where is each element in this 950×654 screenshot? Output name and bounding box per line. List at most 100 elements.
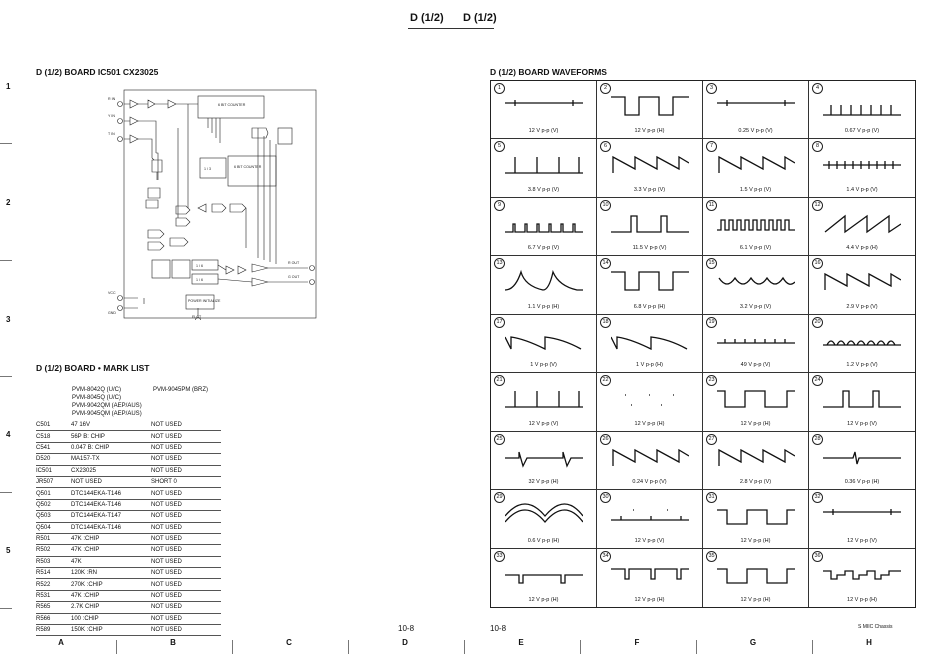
col-label-f: F xyxy=(634,638,640,647)
waveforms-title: D (1/2) BOARD WAVEFORMS xyxy=(490,67,607,77)
ic-outline xyxy=(123,89,317,319)
waveform-voltage-label: 49 V p-p (V) xyxy=(740,362,771,369)
row-tick xyxy=(0,608,12,609)
model-line: PVM-8045Q (U/C) xyxy=(72,395,122,401)
waveform-trace xyxy=(505,223,583,233)
waveform-path xyxy=(718,156,795,174)
counter-top-box xyxy=(197,95,265,119)
waveform-path xyxy=(823,509,901,516)
pin-t-in: T IN xyxy=(108,132,115,136)
row-tick xyxy=(0,492,12,493)
part-cell: 47K :CHIP xyxy=(71,590,151,603)
alt-cell: NOT USED xyxy=(151,487,221,500)
waveform-number: 11 xyxy=(706,199,717,211)
init-label: POWER INITIALIZE xyxy=(188,299,221,303)
waveform-trace xyxy=(611,215,689,233)
col-label-e: E xyxy=(518,638,524,647)
waveform-trace xyxy=(612,448,689,466)
waveform-path xyxy=(611,96,689,116)
part-cell: DTC144EKA-T146 xyxy=(71,522,151,534)
waveform-path xyxy=(505,503,583,524)
waveform-trace xyxy=(505,503,583,524)
ref-cell: JR507 xyxy=(36,476,71,489)
input-buffer-t xyxy=(124,134,139,144)
waveform-voltage-label: 12 V p-p (H) xyxy=(528,596,559,603)
div-b-label: 1 / 6 xyxy=(196,278,203,282)
col-label-c: C xyxy=(286,638,292,647)
waveform-number: 24 xyxy=(812,375,823,387)
mark-list-models-a: PVM-8042Q (U/C) PVM-8045Q (U/C) PVM-9042… xyxy=(72,386,142,418)
ff-top xyxy=(277,127,293,145)
waveform-path xyxy=(505,573,583,584)
part-cell: 47K :CHIP xyxy=(71,533,151,546)
waveform-path xyxy=(717,390,795,408)
pin-y-in: Y IN xyxy=(108,114,115,118)
part-cell: DTC144EKA-T147 xyxy=(71,510,151,523)
row-tick xyxy=(0,376,12,377)
row-tick xyxy=(0,143,12,144)
waveform-number: 21 xyxy=(494,375,505,387)
waveform-number: 8 xyxy=(812,141,823,153)
waveform-number: 25 xyxy=(494,433,505,445)
waveform-voltage-label: 3.3 V p-p (V) xyxy=(633,186,666,193)
ref-cell: R501 xyxy=(36,533,71,546)
alt-cell: SHORT 0 xyxy=(151,476,221,489)
waveform-voltage-label: 6.7 V p-p (V) xyxy=(527,245,560,252)
waveform-path xyxy=(717,100,795,106)
waveform-voltage-label: 32 V p-p (H) xyxy=(528,479,559,486)
ref-cell: R522 xyxy=(36,578,71,591)
waveform-number: 18 xyxy=(600,316,611,328)
col-divider xyxy=(696,640,697,654)
waveform-trace xyxy=(505,100,583,106)
waveform-voltage-label: 1.5 V p-p (V) xyxy=(739,186,772,193)
alt-cell: NOT USED xyxy=(151,556,221,569)
alt-cell: NOT USED xyxy=(151,510,221,523)
col-label-g: G xyxy=(749,638,757,647)
col-divider xyxy=(348,640,349,654)
part-cell: CX23025 xyxy=(71,465,151,477)
part-cell: NOT USED xyxy=(71,476,151,489)
waveform-voltage-label: 2.8 V p-p (V) xyxy=(739,479,772,486)
alt-cell: NOT USED xyxy=(151,442,221,455)
page-header-left: D (1/2) xyxy=(410,12,444,24)
part-cell: DTC144EKA-T146 xyxy=(71,499,151,512)
waveform-number: 22 xyxy=(600,375,611,387)
waveform-cell: 2 12 V p-p (H) xyxy=(597,81,703,140)
waveform-trace xyxy=(611,336,688,350)
waveform-voltage-label: 12 V p-p (H) xyxy=(634,128,665,135)
waveform-voltage-label: 0.36 V p-p (H) xyxy=(844,479,880,486)
col-divider xyxy=(464,640,465,654)
waveform-trace xyxy=(823,161,901,170)
waveform-number: 14 xyxy=(600,258,611,270)
pin-r-in: R IN xyxy=(108,97,116,101)
part-cell: 100 :CHIP xyxy=(71,613,151,626)
waveform-trace xyxy=(505,391,583,408)
ref-cell: C501 xyxy=(36,420,71,432)
waveform-trace xyxy=(824,273,901,291)
ref-cell: R565 xyxy=(36,601,71,614)
ff-2 xyxy=(171,259,191,279)
waveform-trace xyxy=(718,156,795,174)
col-divider xyxy=(580,640,581,654)
waveform-number: 17 xyxy=(494,316,505,328)
waveform-number: 2 xyxy=(600,83,611,94)
divider-box xyxy=(199,157,227,179)
alt-cell: NOT USED xyxy=(151,420,221,432)
